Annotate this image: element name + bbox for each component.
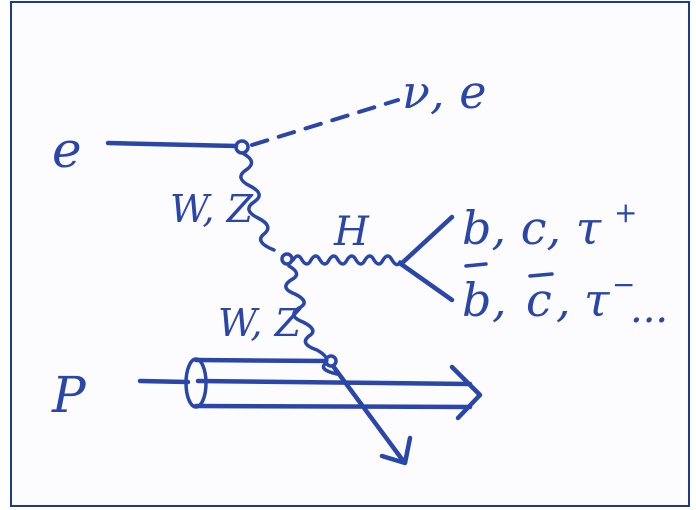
tau-plus-charge: + bbox=[614, 196, 637, 229]
upper-boson-label: W, Z bbox=[170, 187, 254, 231]
decay-line-upper bbox=[398, 214, 455, 267]
decay-sep-1: , bbox=[492, 273, 507, 327]
decay-bbar: b bbox=[462, 273, 491, 327]
proton-remnant-arrowhead bbox=[449, 364, 483, 421]
decay-cbar: c bbox=[526, 273, 552, 327]
proton-remnant-line-1 bbox=[195, 378, 473, 387]
decay-line-lower bbox=[398, 261, 455, 303]
proton-incoming-line bbox=[137, 378, 191, 385]
lower-boson-label: W, Z bbox=[218, 301, 302, 345]
proton-remnant-line-2 bbox=[193, 403, 473, 410]
electron-label: e bbox=[52, 121, 82, 179]
decay-tau-minus: τ bbox=[584, 273, 611, 327]
scattered-quark-arrowhead bbox=[379, 435, 413, 466]
middle-vertex bbox=[280, 252, 294, 266]
cbar-overbar bbox=[528, 272, 554, 278]
outgoing-lepton-label: ν, e bbox=[402, 65, 486, 119]
upper-vertex bbox=[234, 139, 250, 155]
tau-minus-charge: − bbox=[612, 268, 635, 301]
decay-sep-2: , bbox=[556, 273, 571, 327]
upper-boson-propagator bbox=[239, 152, 276, 252]
decay-ellipsis: ... bbox=[630, 286, 668, 332]
diagram-frame bbox=[10, 1, 690, 507]
proton-label: P bbox=[51, 366, 87, 424]
scattered-quark-line bbox=[330, 363, 407, 465]
higgs-propagator bbox=[291, 254, 402, 267]
electron-line bbox=[105, 140, 239, 149]
outgoing-lepton-line bbox=[250, 98, 400, 147]
bbar-overbar bbox=[464, 262, 488, 268]
decay-products-top: b, c, τ bbox=[462, 201, 603, 255]
proton-tube-top bbox=[193, 357, 329, 364]
higgs-label: H bbox=[333, 209, 370, 255]
